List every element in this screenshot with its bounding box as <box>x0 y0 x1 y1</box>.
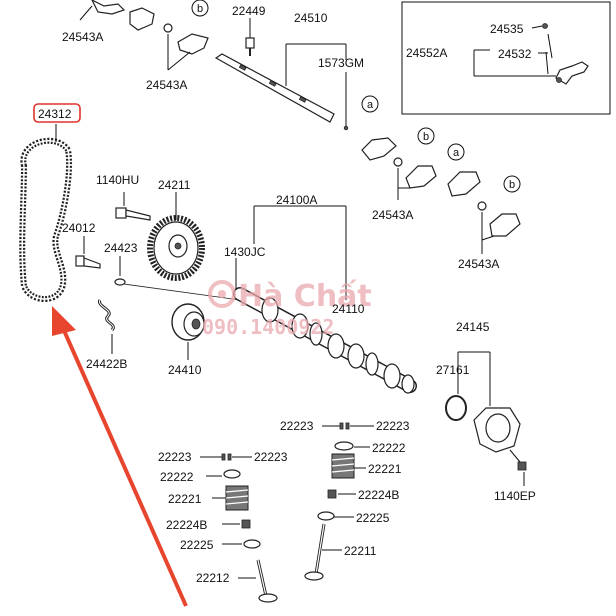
label-24312: 24312 <box>38 107 72 121</box>
rocker-arm-top-2 <box>129 7 173 33</box>
spring-seat-left <box>243 539 261 549</box>
timing-belt <box>19 137 73 302</box>
label-24543a-1: 24543A <box>62 30 103 44</box>
label-22221-b: 22221 <box>168 492 202 506</box>
rocker-shaft-24510 <box>214 53 335 123</box>
callout-b-2: b <box>417 127 435 145</box>
rocker-arm-right-1 <box>361 137 403 167</box>
label-24552a: 24552A <box>406 46 447 60</box>
tensioner-spring <box>97 299 115 332</box>
label-22212: 22212 <box>196 571 230 585</box>
valve-seal-right <box>327 489 337 499</box>
label-24510: 24510 <box>294 11 328 25</box>
valve-22212 <box>256 559 278 603</box>
callout-a-1: a <box>361 95 379 113</box>
callout-b-1: b <box>191 0 209 17</box>
label-24110: 24110 <box>332 302 365 316</box>
inset-rocker-arm <box>542 23 589 85</box>
label-1140hu: 1140HU <box>96 173 139 187</box>
cam-sprocket <box>147 215 205 281</box>
label-22449: 22449 <box>232 4 266 18</box>
rocker-arm-top-3 <box>177 33 209 55</box>
svg-text:a: a <box>367 99 374 111</box>
watermark-brand: Hà Chất <box>238 279 372 314</box>
label-22224b-a: 22224B <box>358 488 399 502</box>
watermark-phone: 090.1400922 <box>202 315 334 339</box>
label-24543a-2: 24543A <box>146 78 187 92</box>
svg-text:b: b <box>423 131 429 143</box>
highlight-box <box>33 103 81 123</box>
valve-spring-left <box>225 485 249 511</box>
label-22225-b: 22225 <box>180 538 214 552</box>
inset-box <box>401 1 611 115</box>
rocker-arm-top-1 <box>91 0 126 15</box>
valve-spring-right <box>331 453 355 479</box>
label-22221-a: 22221 <box>368 462 402 476</box>
label-24532: 24532 <box>498 47 532 61</box>
label-22223-c: 22223 <box>158 450 192 464</box>
label-22223-d: 22223 <box>254 450 288 464</box>
label-22225-a: 22225 <box>356 511 390 525</box>
bolt-22449 <box>245 18 255 56</box>
valve-22211 <box>304 523 326 581</box>
valve-keeper-left <box>200 453 252 461</box>
callout-b-3: b <box>503 175 521 193</box>
spring-seat-right <box>317 511 335 521</box>
label-24543a-4: 24543A <box>458 257 499 271</box>
label-22211: 22211 <box>344 544 377 558</box>
watermark-logo <box>208 280 236 308</box>
bolt-24012 <box>75 236 101 269</box>
label-22222-b: 22222 <box>160 470 194 484</box>
rocker-arm-right-3 <box>447 171 487 211</box>
label-24100a: 24100A <box>276 193 317 207</box>
tensioner-pulley <box>171 303 205 341</box>
label-24410: 24410 <box>168 363 202 377</box>
valve-keeper-right <box>322 422 374 430</box>
label-1140ep: 1140EP <box>494 489 536 503</box>
callout-a-2: a <box>447 143 465 161</box>
label-24145: 24145 <box>456 320 490 334</box>
label-27161: 27161 <box>436 363 470 377</box>
rocker-arm-right-4 <box>489 213 521 237</box>
rocker-arm-right-2 <box>405 165 437 189</box>
label-22222-a: 22222 <box>372 441 406 455</box>
bolt-1140ep <box>509 449 527 486</box>
label-24422b: 24422B <box>86 357 127 371</box>
valve-seal-left <box>241 519 251 529</box>
label-24012: 24012 <box>62 221 96 235</box>
label-24423: 24423 <box>104 241 138 255</box>
label-22223-a: 22223 <box>280 419 314 433</box>
camshaft <box>233 287 417 394</box>
svg-text:a: a <box>453 147 460 159</box>
label-1573gm: 1573GM <box>318 56 364 70</box>
bolt-1140hu <box>115 192 151 221</box>
spring-retainer-right <box>334 441 354 451</box>
svg-text:b: b <box>197 3 203 15</box>
pointer-arrow <box>52 306 188 607</box>
label-24211: 24211 <box>158 178 191 192</box>
label-1430jc: 1430JC <box>224 245 266 259</box>
label-24543a-3: 24543A <box>372 208 413 222</box>
sensor-housing <box>445 395 521 453</box>
label-24535: 24535 <box>490 22 524 36</box>
spring-retainer-left <box>223 469 241 479</box>
label-22223-b: 22223 <box>376 419 410 433</box>
label-22224b-b: 22224B <box>166 518 207 532</box>
svg-text:b: b <box>509 179 515 191</box>
